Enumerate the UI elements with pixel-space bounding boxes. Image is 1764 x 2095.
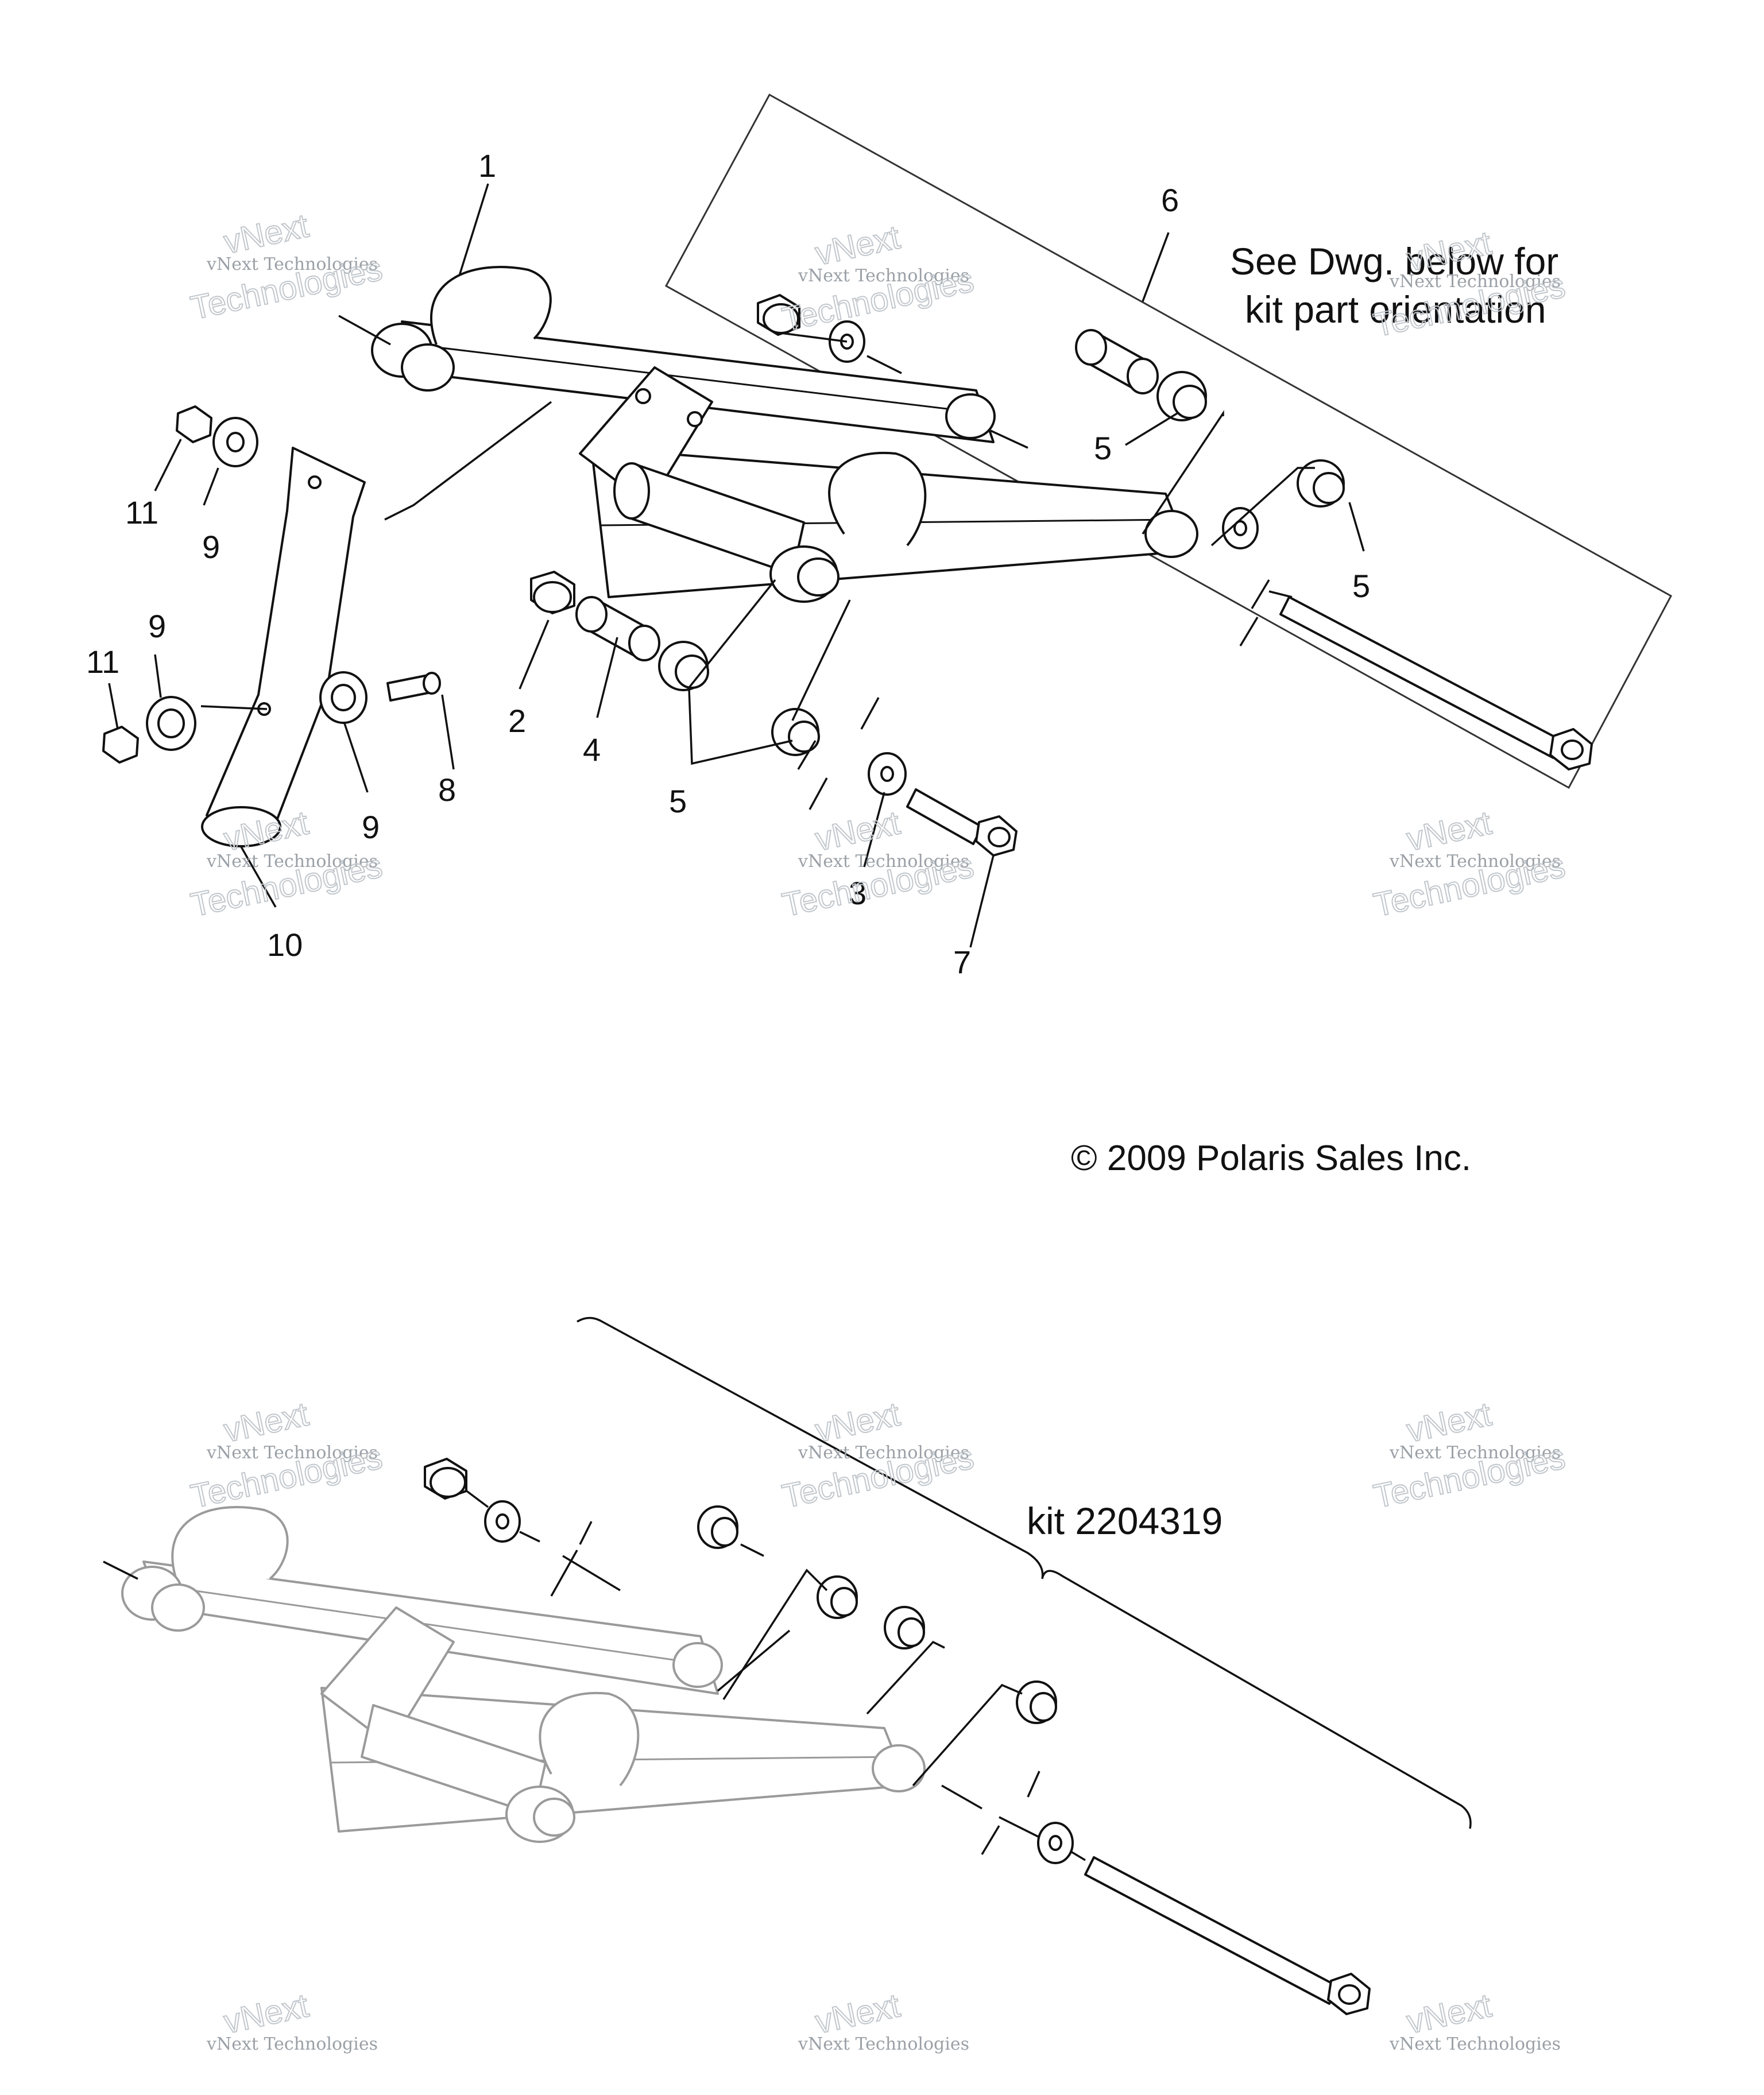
a-arm [338,266,1198,603]
callout-4: 4 [583,731,601,768]
note-line-1: See Dwg. below for [1230,240,1558,282]
watermark-small: vNext Technologies [1389,1443,1561,1463]
watermark-small: vNext Technologies [1389,851,1561,872]
note-line-2: kit part orientation [1245,288,1546,331]
watermark-large: vNext [220,1986,312,2040]
callout-7: 7 [953,944,971,980]
watermark-small: vNext Technologies [798,851,969,872]
watermark-large: vNext [220,1395,312,1449]
kit-bottom-parts [424,1458,1371,2015]
part-8-bolt [386,672,441,702]
watermark-small: vNext Technologies [798,1443,969,1463]
watermark-small: vNext Technologies [798,266,969,286]
watermark-large: vNext [1403,1986,1495,2040]
part-7-bolt [906,788,1018,857]
part-4-sleeve [575,596,660,661]
callout-5a: 5 [1094,430,1112,466]
watermark-large: vNext [1403,1395,1495,1449]
watermark-large: vNext [1403,804,1495,858]
callout-9b: 9 [148,608,166,644]
part-11-nuts [102,405,212,764]
part-3-washer [868,752,907,796]
watermark-small: vNext Technologies [1389,2034,1561,2054]
kit-long-bolt [1222,507,1593,770]
kit-outline-box [664,93,1673,789]
callout-1: 1 [478,148,496,184]
callout-6: 6 [1161,182,1179,218]
part-9-washers [146,417,368,751]
watermark-large: vNext [220,207,312,261]
kit-sleeve [1075,329,1159,394]
callout-9c: 9 [362,809,380,845]
callout-2: 2 [508,703,526,739]
kit-a-arm-ghost [103,1506,926,1843]
watermark-small: vNext Technologies [206,254,378,274]
copyright-text: © 2009 Polaris Sales Inc. [1071,1138,1471,1178]
callout-5c: 5 [669,783,687,819]
watermark-small: vNext Technologies [206,1443,378,1463]
callout-11a: 11 [125,494,158,530]
watermark-small: vNext Technologies [1389,272,1561,292]
kit-nut-washer [757,294,865,363]
callout-11b: 11 [86,644,119,680]
watermark-large: vNext [812,218,903,272]
callout-9a: 9 [202,529,220,565]
leader-lines-top [108,183,1365,948]
callout-5b: 5 [1352,568,1370,604]
leader-lines-bottom [464,1489,1086,1861]
part-10-strap [201,447,366,847]
watermark-large: vNext [812,1395,903,1449]
watermark-large: vNext [812,804,903,858]
watermark-small: vNext Technologies [206,2034,378,2054]
watermark-large: vNext [812,1986,903,2040]
watermark-small: vNext Technologies [798,2034,969,2054]
callout-8: 8 [438,772,456,808]
callout-3: 3 [849,875,866,911]
kit-brace [577,1316,1472,1829]
callout-10: 10 [267,927,303,963]
kit-label: kit 2204319 [1027,1500,1223,1542]
watermark-small: vNext Technologies [206,851,378,872]
part-2-nut [530,571,575,614]
